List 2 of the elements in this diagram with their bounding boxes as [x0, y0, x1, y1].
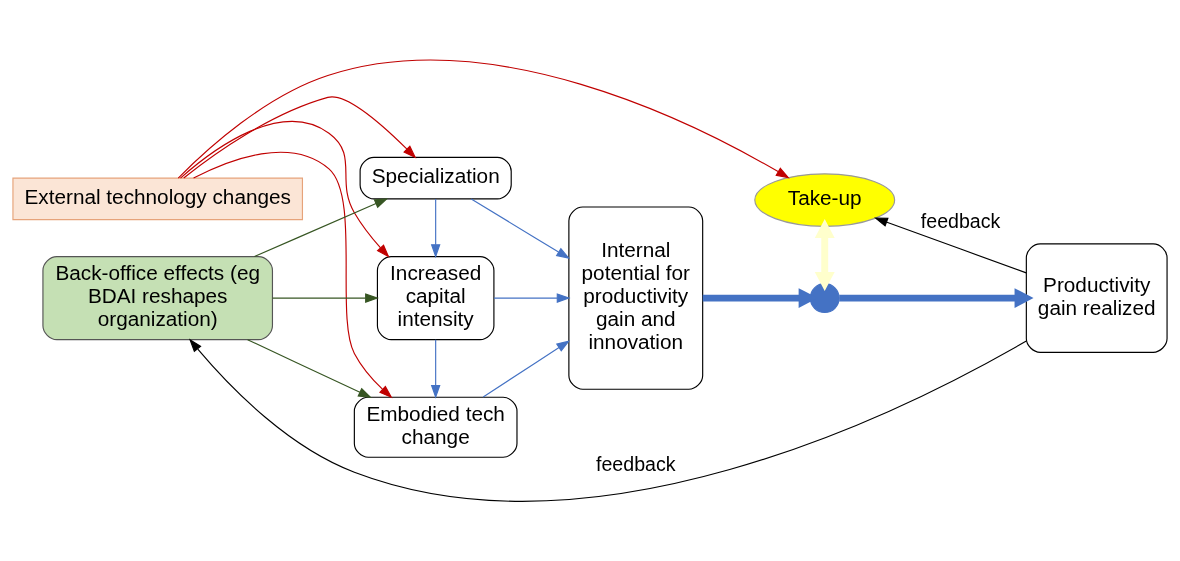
edge-label: feedback	[596, 452, 676, 475]
edge-label: feedback	[920, 210, 1001, 233]
